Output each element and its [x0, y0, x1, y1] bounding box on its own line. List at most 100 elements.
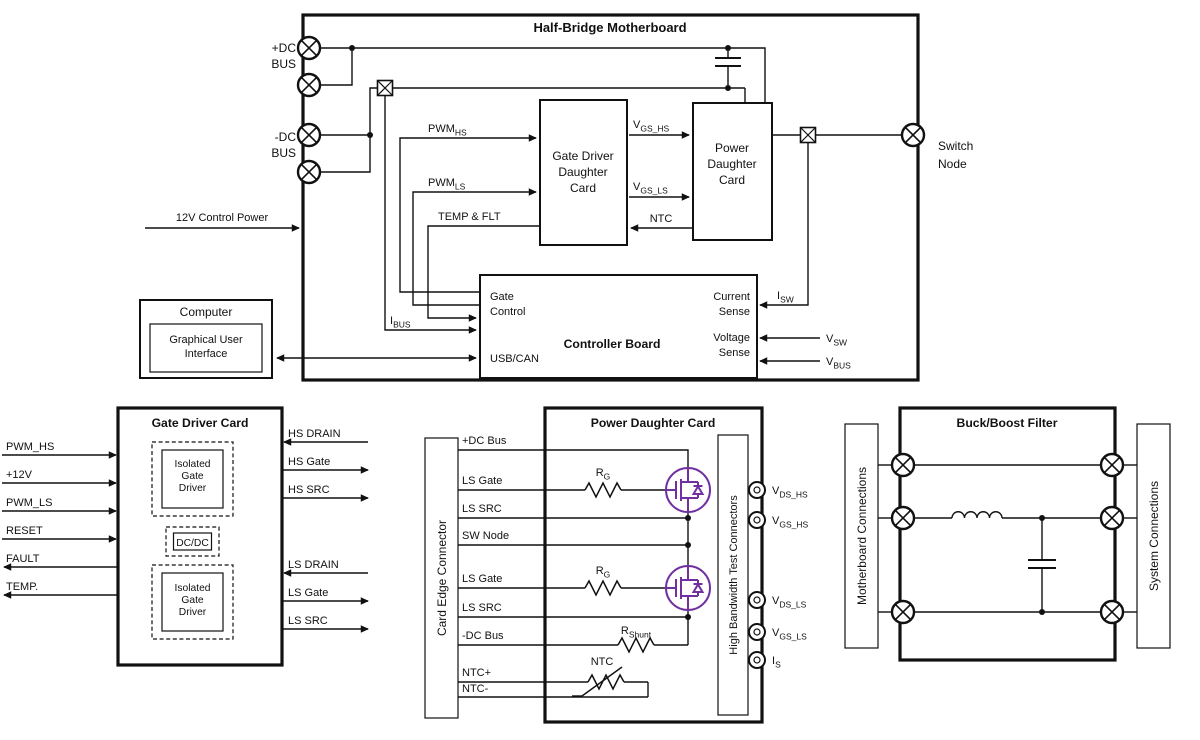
power-daughter-card-box — [692, 102, 773, 241]
buck-boost-filter-panel: Motherboard Connections System Connectio… — [844, 406, 1171, 662]
ntc-symbol-strike — [581, 666, 623, 697]
motherboard-connections-label: Motherboard Connections — [855, 467, 869, 605]
input-label: SW Node — [462, 530, 509, 542]
test-connector-pin — [753, 596, 761, 604]
vgs-ls-label: VGS_LS — [633, 181, 668, 196]
junction-dot — [725, 85, 731, 91]
ndc-bus-connector-1 — [296, 122, 322, 148]
rg-label: RG — [596, 467, 611, 482]
half-bridge-motherboard: Half-Bridge Motherboard Gate Driver Daug… — [139, 13, 973, 382]
pin-label: LS DRAIN — [288, 559, 339, 571]
motherboard-connections-box — [844, 423, 879, 649]
card-edge-connector-box — [424, 437, 459, 719]
junction-dot — [367, 132, 373, 138]
dcdc-label: DC/DC — [176, 538, 209, 549]
pdc-bus-connector-2 — [296, 72, 322, 98]
gate-driver-card-right-pins: HS DRAIN HS Gate HS SRC LS DRAIN LS Gate… — [282, 428, 369, 633]
gate-control-label: Gate — [490, 291, 514, 303]
vsw-label: VSW — [826, 333, 847, 348]
switch-node-label: Switch — [938, 139, 973, 153]
motherboard-title: Half-Bridge Motherboard — [533, 20, 686, 35]
junction-dot — [685, 515, 691, 521]
power-daughter-card-label: Card — [719, 173, 745, 187]
filter-outline — [898, 406, 1117, 662]
test-connector-pin — [753, 656, 761, 664]
ntc-label: NTC — [650, 213, 673, 225]
pdc-bus-wire — [458, 449, 689, 468]
card-edge-connector-label: Card Edge Connector — [435, 520, 449, 636]
current-sense-label: Current — [713, 291, 750, 303]
pin-label: HS Gate — [288, 456, 330, 468]
isolated-driver-label: Isolated — [174, 583, 210, 594]
motherboard-connectors: +DC BUS -DC BUS Switch Node — [271, 35, 973, 185]
pin-label: HS SRC — [288, 484, 330, 496]
gate-driver-daughter-card-label: Daughter — [558, 165, 607, 179]
test-connector-pin — [753, 486, 761, 494]
ibus-line — [384, 96, 477, 334]
pdc-bus-connector-1 — [296, 35, 322, 61]
test-point-label: IS — [772, 655, 781, 670]
computer-title: Computer — [180, 305, 233, 319]
rg-label: RG — [596, 565, 611, 580]
isolated-driver-inner-box — [161, 449, 224, 509]
input-label: LS Gate — [462, 475, 502, 487]
voltage-sense-label: Voltage — [713, 332, 750, 344]
ntc-symbol-label: NTC — [591, 656, 614, 668]
test-points: VDS_HS VGS_HS VDS_LS VGS_LS IS — [748, 481, 808, 670]
gate-driver-card-panel: Gate Driver Card Isolated Gate Driver DC… — [2, 406, 369, 667]
pwm-ls-line — [412, 188, 537, 306]
ndc-rail — [320, 87, 378, 173]
test-connector-pin — [753, 628, 761, 636]
switch-node-label: Node — [938, 157, 967, 171]
dcdc-inner-box — [172, 532, 213, 551]
filter-circuit — [914, 464, 1101, 615]
isolated-driver-label: Gate — [181, 595, 204, 606]
dc-bus-rails — [320, 45, 766, 173]
vgs-hs-label: VGS_HS — [633, 119, 669, 134]
junction-dot — [685, 614, 691, 620]
system-connections-label: System Connections — [1147, 481, 1161, 591]
pdc-bus-label: +DC — [272, 41, 297, 55]
pin-label: HS DRAIN — [288, 428, 341, 440]
usb-can-label: USB/CAN — [490, 353, 539, 365]
test-point-label: VGS_HS — [772, 515, 808, 530]
ndc-bus-connector-2 — [296, 159, 322, 185]
pwm-hs-line — [399, 134, 537, 293]
vbus-label: VBUS — [826, 356, 851, 371]
input-label: LS SRC — [462, 602, 502, 614]
filter-left-connector-1 — [890, 452, 916, 478]
power-daughter-card-label: Daughter — [707, 157, 756, 171]
isolated-driver-label: Isolated — [174, 459, 210, 470]
bus-current-sense-x-box — [376, 79, 394, 97]
pin-label: TEMP. — [6, 581, 38, 593]
controller-board: Gate Control Controller Board USB/CAN Cu… — [479, 274, 758, 379]
high-side-mosfet — [665, 467, 711, 513]
gate-driver-card-title: Gate Driver Card — [152, 416, 249, 430]
current-sense-label: Sense — [719, 306, 750, 318]
pin-label: +12V — [6, 469, 33, 481]
filter-right-connector-2 — [1099, 505, 1125, 531]
pin-label: RESET — [6, 525, 43, 537]
junction-dot — [725, 45, 731, 51]
power-daughter-card-panel: Card Edge Connector Power Daughter Card — [424, 406, 808, 724]
control-power-label: 12V Control Power — [176, 212, 269, 224]
ibus-label: IBUS — [390, 315, 411, 330]
isw-label: ISW — [777, 290, 794, 305]
pin-label: LS Gate — [288, 587, 328, 599]
input-label: LS Gate — [462, 573, 502, 585]
test-connectors-label: High Bandwidth Test Connectors — [728, 495, 740, 655]
isw-line — [759, 143, 809, 309]
switch-node-connector — [900, 122, 926, 148]
pwm-ls-label: PWMLS — [428, 177, 466, 192]
input-label: NTC+ — [462, 667, 491, 679]
controller-board-title: Controller Board — [564, 337, 661, 351]
gui-box — [149, 323, 263, 373]
gate-driver-daughter-card-label: Card — [570, 181, 596, 195]
test-point-label: VDS_HS — [772, 485, 808, 500]
ndc-bus-label: -DC — [275, 130, 297, 144]
temp-flt-line — [427, 225, 540, 322]
motherboard-signal-wires — [145, 96, 902, 365]
switch-current-sense-x-box — [799, 126, 817, 144]
test-connector-pin — [753, 516, 761, 524]
gate-driver-daughter-card-box — [539, 99, 628, 246]
